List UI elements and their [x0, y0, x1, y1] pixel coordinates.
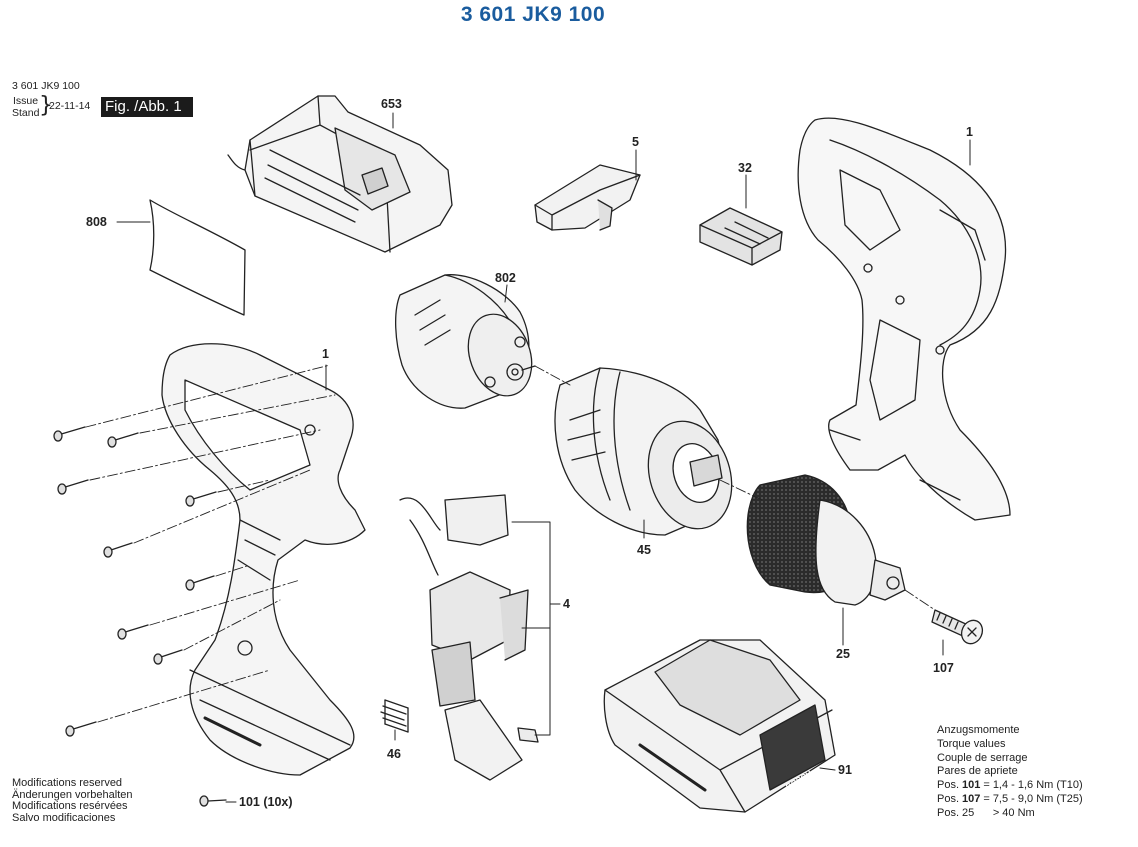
- part-label-32: 32: [738, 161, 752, 175]
- modifications-notice: Modifications reserved Änderungen vorbeh…: [12, 777, 133, 824]
- leader-lines: [116, 112, 971, 803]
- part-label-653: 653: [381, 97, 402, 111]
- part-label-46: 46: [387, 747, 401, 761]
- battery-pack-part: [603, 639, 836, 813]
- page-title: 3 601 JK9 100: [460, 3, 606, 26]
- modification-line: Modifications resérvées: [12, 800, 128, 812]
- brace-symbol: }: [39, 93, 53, 118]
- part-label-802: 802: [495, 271, 516, 285]
- torque-row: Pos. 107 = 7,5 - 9,0 Nm (T25): [937, 793, 1086, 807]
- part-label-1-right: 1: [966, 125, 973, 139]
- rubber-pad-part: [699, 207, 783, 266]
- chuck-screw-part: [931, 609, 984, 645]
- torque-pos: Pos.: [937, 792, 960, 805]
- torque-values-block: Anzugsmomente Torque values Couple de se…: [937, 724, 1086, 821]
- charger-part: [227, 95, 453, 253]
- stand-label: Stand: [12, 107, 40, 119]
- modification-line: Salvo modificaciones: [12, 811, 116, 824]
- torque-row: Pos. 101 = 1,4 - 1,6 Nm (T10): [937, 779, 1086, 793]
- torque-sep: =: [983, 779, 990, 792]
- torque-pos: Pos.: [937, 779, 960, 792]
- figure-label: Fig. /Abb. 1: [101, 97, 193, 117]
- torque-heading: Pares de apriete: [937, 765, 1018, 778]
- spring-part: [380, 699, 409, 733]
- torque-part: 107: [962, 792, 981, 805]
- issue-label: Issue: [13, 95, 39, 107]
- assembly-lines: [85, 364, 936, 723]
- issue-date: 22-11-14: [49, 100, 91, 112]
- motor-part: [394, 274, 536, 409]
- part-label-1-left: 1: [322, 347, 329, 361]
- part-label-107: 107: [933, 661, 954, 675]
- torque-value: 1,4 - 1,6 Nm (T10): [992, 779, 1083, 792]
- part-label-5: 5: [632, 135, 639, 149]
- part-label-91: 91: [838, 763, 852, 777]
- torque-sep: =: [983, 792, 990, 805]
- torque-value: > 40 Nm: [992, 806, 1035, 819]
- header-part-number: 3 601 JK9 100: [12, 80, 80, 92]
- torque-sep: [983, 807, 992, 821]
- modification-line: Änderungen vorbehalten: [12, 788, 133, 801]
- part-label-4: 4: [563, 597, 570, 611]
- torque-heading: Torque values: [937, 737, 1006, 750]
- part-label-25: 25: [836, 647, 850, 661]
- torque-table: Pos. 101 = 1,4 - 1,6 Nm (T10) Pos. 107 =…: [937, 779, 1086, 820]
- switch-cap-part: [534, 164, 641, 231]
- part-label-808: 808: [86, 215, 107, 229]
- torque-heading: Anzugsmomente: [937, 724, 1020, 736]
- part-label-101: 101 (10x): [239, 795, 293, 809]
- screws-group: [53, 426, 227, 807]
- switch-assembly-part: [399, 494, 539, 781]
- label-sheet-part: [149, 199, 246, 316]
- gearbox-part: [554, 367, 733, 536]
- torque-part: 25: [962, 806, 975, 819]
- torque-value: 7,5 - 9,0 Nm (T25): [992, 792, 1083, 805]
- torque-pos: Pos.: [937, 806, 960, 819]
- housing-half-left-part: [161, 343, 366, 776]
- torque-part: 101: [962, 779, 981, 792]
- part-label-45: 45: [637, 543, 651, 557]
- torque-row: Pos. 25 > 40 Nm: [937, 807, 1086, 821]
- modification-line: Modifications reserved: [12, 777, 123, 789]
- torque-heading: Couple de serrage: [937, 751, 1028, 764]
- chuck-part: [746, 474, 906, 606]
- housing-half-right-part: [797, 117, 1011, 521]
